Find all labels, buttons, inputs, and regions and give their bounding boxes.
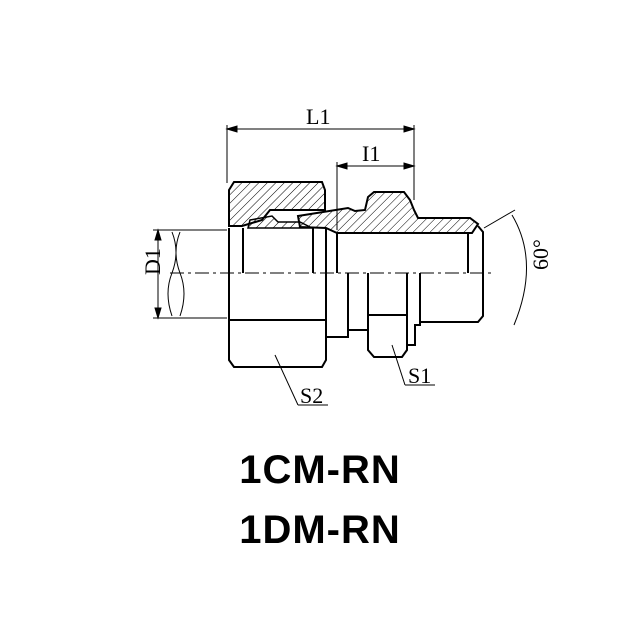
model-code-2: 1DM-RN: [239, 508, 401, 552]
label-s2: S2: [300, 383, 323, 408]
label-s1: S1: [408, 363, 431, 388]
dimension-l1: [153, 125, 416, 320]
label-angle: 60°: [528, 239, 553, 270]
nut-section: [228, 181, 326, 227]
label-d1: D1: [140, 248, 165, 275]
angle-arc: [483, 209, 527, 326]
thread-end: [419, 225, 484, 323]
tube-break: [167, 231, 185, 317]
body-section: [296, 191, 480, 234]
label-l1: L1: [306, 104, 330, 129]
model-code-1: 1CM-RN: [239, 448, 401, 492]
label-i1: I1: [362, 141, 380, 166]
